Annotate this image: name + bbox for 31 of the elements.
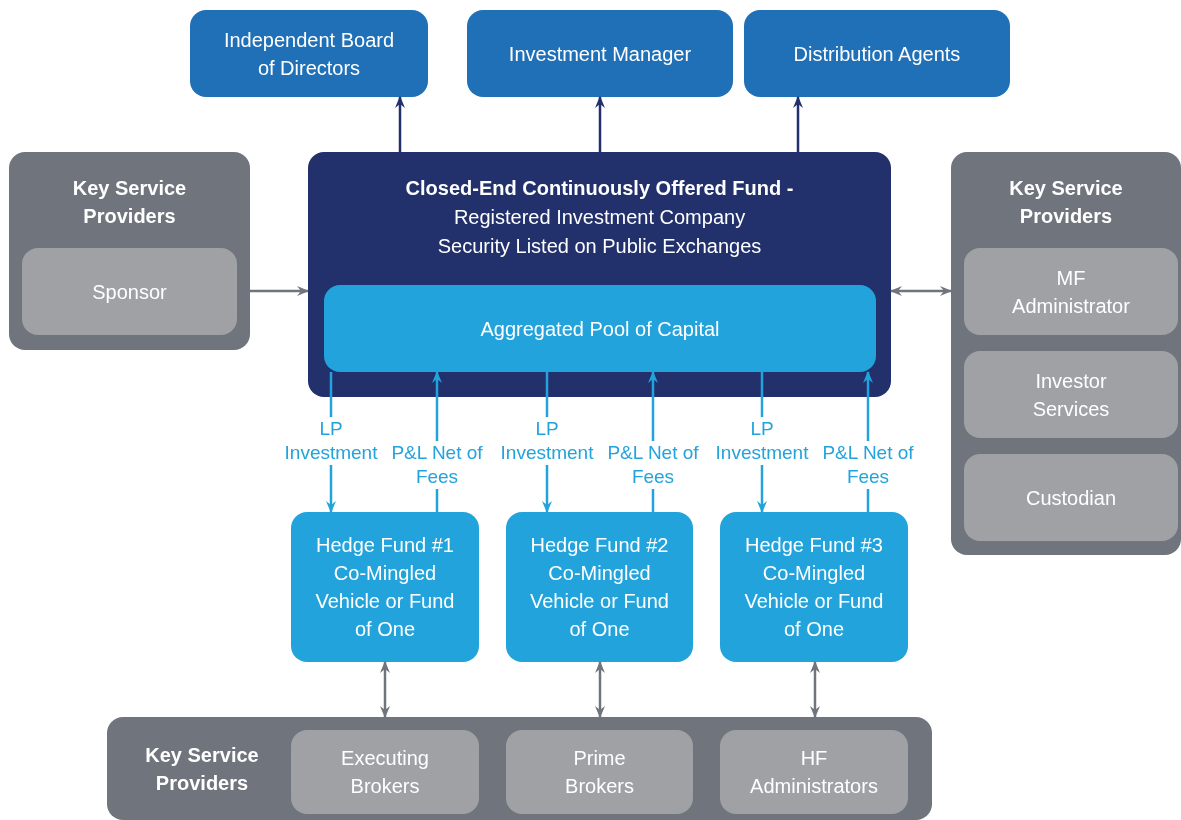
provider-box: HF Administrators [720,730,908,814]
role-box: Distribution Agents [744,10,1010,97]
arrow [595,661,605,718]
arrow [810,661,820,718]
fund-box [308,152,891,397]
fund-description: Registered Investment Company Security Listed on Public Exchanges [436,205,763,259]
provider-box: Investor Services [964,351,1178,438]
provider-panel [951,152,1181,555]
arrow [595,96,605,152]
provider-panel [9,152,250,350]
provider-box: Sponsor [22,248,237,335]
provider-box: MF Administrator [964,248,1178,335]
panel-heading: Key Service Providers [71,176,188,229]
provider-box: Custodian [964,454,1178,541]
arrow [890,286,952,296]
provider-box: Prime Brokers [506,730,693,814]
panel-heading: Key Service Providers [1008,176,1124,229]
provider-box: Executing Brokers [291,730,479,814]
arrow [793,96,803,152]
hedge-fund-box: Hedge Fund #1 Co-Mingled Vehicle or Fund of One [291,512,479,662]
hedge-fund-box: Hedge Fund #3 Co-Mingled Vehicle or Fund of One [720,512,908,662]
fund-title: Closed-End Continuously Offered Fund - [405,176,794,201]
capital-pool-box: Aggregated Pool of Capital [324,285,876,372]
arrow [380,661,390,718]
panel-heading: Key Service Providers [144,743,260,796]
hedge-fund-box: Hedge Fund #2 Co-Mingled Vehicle or Fund of One [506,512,693,662]
arrow [395,96,405,152]
role-box: Independent Board of Directors [190,10,428,97]
role-box: Investment Manager [467,10,733,97]
provider-panel [107,717,932,820]
arrow [250,286,309,296]
